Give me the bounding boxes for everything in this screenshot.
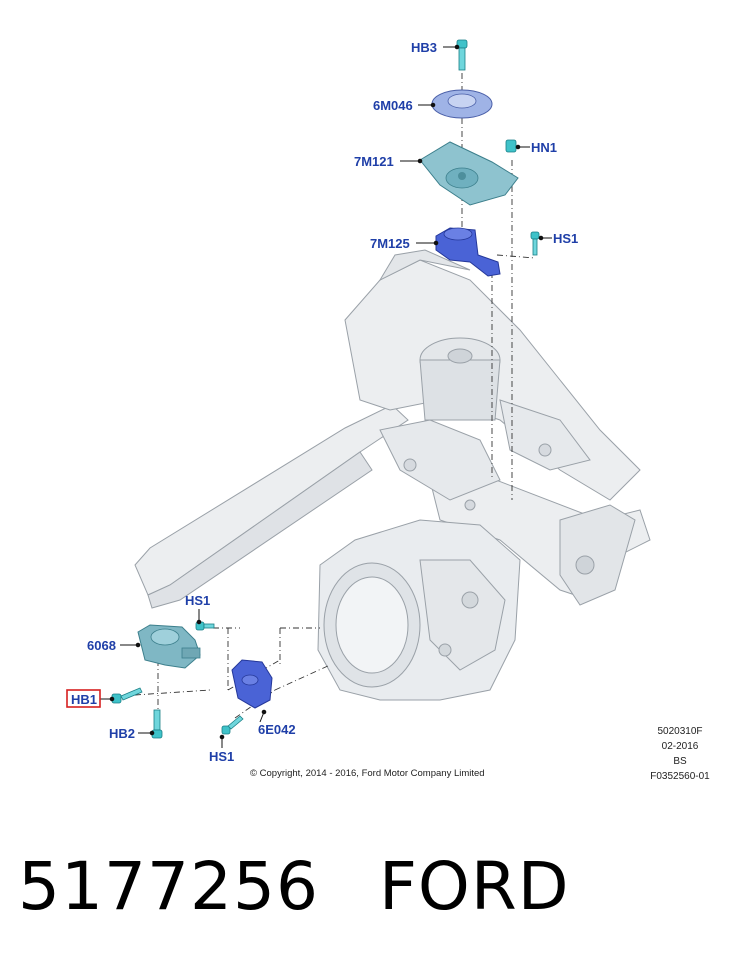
exploded-parts-diagram: HB3 6M046 7M121 HN1 7M125 HS1 HS1 6068 H… — [66, 39, 651, 764]
callout-hs1-left: HS1 — [185, 593, 210, 608]
bolt-hb3 — [456, 39, 468, 71]
figure-number: F0352560-01 — [650, 771, 710, 782]
drawing-date: 02-2016 — [661, 741, 699, 752]
copyright-notice: © Copyright, 2014 - 2016, Ford Motor Com… — [250, 768, 485, 779]
callout-hb3: HB3 — [411, 40, 437, 55]
transmission-case — [317, 519, 521, 701]
callout-hn1: HN1 — [531, 140, 557, 155]
brand-name: FORD — [378, 848, 570, 925]
callout-7m121: 7M121 — [354, 154, 394, 169]
bolt-hs1-bottom — [221, 715, 244, 735]
bolt-hs1-top — [530, 231, 540, 256]
callout-7m125: 7M125 — [370, 236, 410, 251]
callout-hs1-top: HS1 — [553, 231, 578, 246]
insulator-6m046 — [431, 89, 493, 119]
bracket-7m121 — [419, 141, 519, 206]
callout-6068: 6068 — [87, 638, 116, 653]
nut-hn1 — [505, 139, 517, 153]
highlight-box-hb1 — [66, 689, 101, 708]
bolt-hb1 — [111, 687, 143, 704]
part-caption: 5177256 FORD — [18, 848, 570, 925]
drawing-code: 5020310F — [657, 726, 703, 737]
bracket-6e042 — [231, 659, 273, 709]
callout-6m046: 6M046 — [373, 98, 413, 113]
drawing-region: BS — [673, 756, 687, 767]
mount-7m125 — [435, 227, 501, 277]
leader-lines — [100, 44, 552, 748]
drawing-meta: 5020310F 02-2016 BS F0352560-01 — [630, 724, 730, 784]
callout-hb2: HB2 — [109, 726, 135, 741]
mount-6068 — [137, 624, 201, 669]
chassis-frame — [134, 249, 651, 609]
callout-hb1: HB1 — [71, 692, 97, 707]
callout-hs1-bottom: HS1 — [209, 749, 234, 764]
part-number: 5177256 — [18, 848, 319, 925]
callout-6e042: 6E042 — [258, 722, 296, 737]
